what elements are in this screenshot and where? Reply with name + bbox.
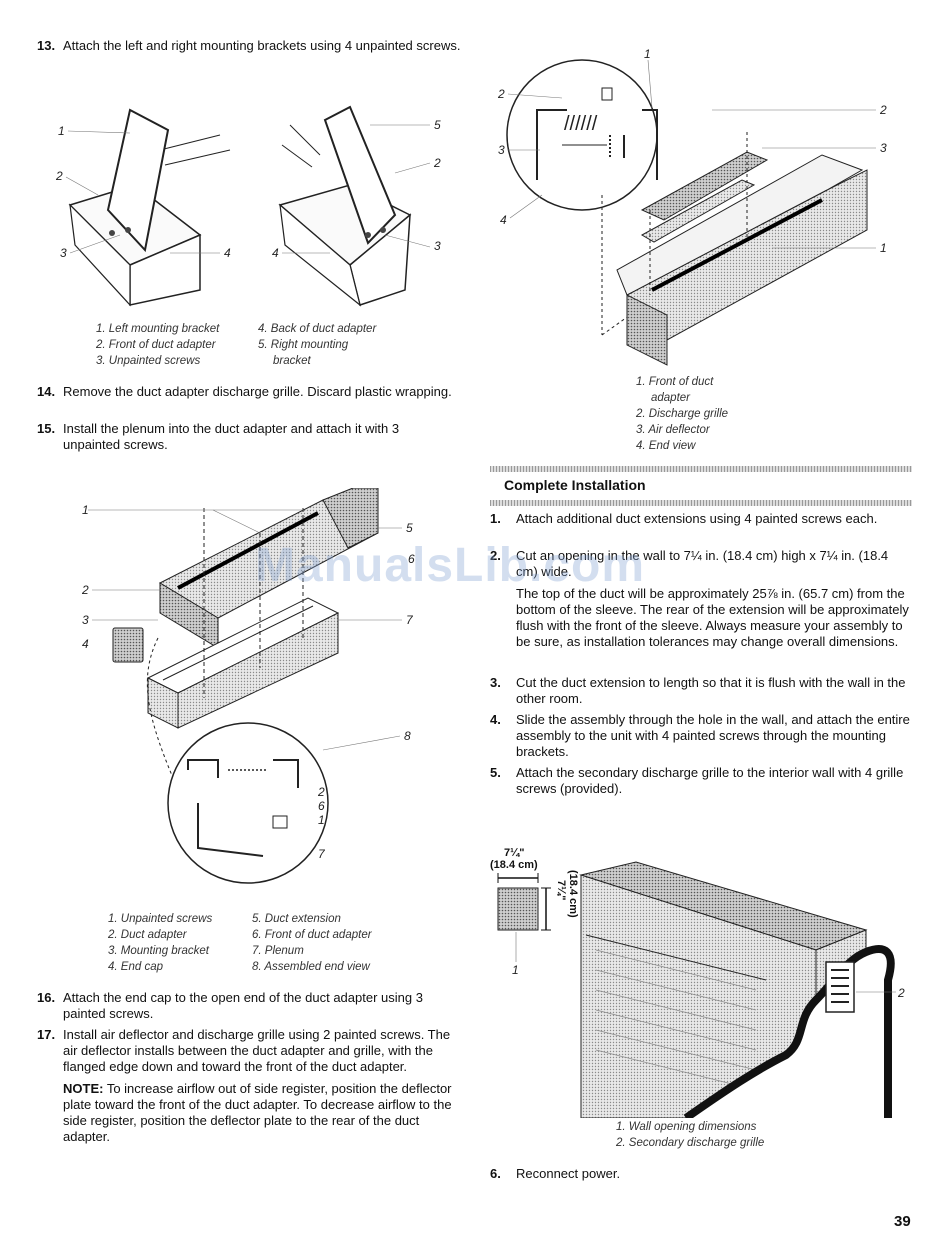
grille-label-3: 3 <box>880 141 887 155</box>
dim-height-cm: (18.4 cm) <box>567 870 579 918</box>
dim-width-in: 7¼" <box>504 847 525 859</box>
wall-label-1: 1 <box>512 963 519 977</box>
bracket-right-label-4: 4 <box>272 246 279 260</box>
complete-step-4: 4. Slide the assembly through the hole i… <box>490 712 910 759</box>
section-heading: Complete Installation <box>504 477 646 493</box>
step-15: 15. Install the plenum into the duct ada… <box>37 421 400 452</box>
grille-inset-label-1: 1 <box>644 47 651 61</box>
note-text: To increase airflow out of side register… <box>63 1081 452 1144</box>
complete-step-1: 1. Attach additional duct extensions usi… <box>490 511 878 526</box>
plenum-label-3: 3 <box>82 613 89 627</box>
wall-label-2: 2 <box>897 986 905 1000</box>
plenum-inset-label-2: 2 <box>317 785 325 799</box>
step-13: 13. Attach the left and right mounting b… <box>37 38 467 54</box>
plenum-inset-label-6: 6 <box>318 799 325 813</box>
plenum-inset-label-7: 7 <box>318 847 326 861</box>
plenum-label-8: 8 <box>404 729 411 743</box>
complete-step-6: 6. Reconnect power. <box>490 1166 621 1181</box>
discharge-grille-figure: ////// 2 3 4 1 2 3 1 <box>497 47 887 366</box>
plenum-captions-col1: 1. Unpainted screws 2. Duct adapter 3. M… <box>108 913 213 973</box>
step-17: 17. Install air deflector and discharge … <box>37 1027 452 1144</box>
dim-width-cm: (18.4 cm) <box>490 859 538 871</box>
bracket-left-label-2: 2 <box>55 169 63 183</box>
page-number: 39 <box>894 1213 911 1230</box>
bracket-left-label-1: 1 <box>58 124 65 138</box>
plenum-label-2: 2 <box>81 583 89 597</box>
complete-step-3: 3. Cut the duct extension to length so t… <box>490 675 906 706</box>
grille-inset-label-4: 4 <box>500 213 507 227</box>
plenum-label-4: 4 <box>82 637 89 651</box>
bracket-left-label-4: 4 <box>224 246 231 260</box>
step-text: Attach the left and right mounting brack… <box>63 38 461 53</box>
grille-label-2: 2 <box>879 103 887 117</box>
plenum-label-1: 1 <box>82 503 89 517</box>
dim-height-in: 7¼" <box>555 880 567 901</box>
step-number: 13. <box>37 38 56 53</box>
grille-inset-label-2: 2 <box>497 87 505 101</box>
complete-step-5: 5. Attach the secondary discharge grille… <box>490 765 904 796</box>
complete-step-2: 2. Cut an opening in the wall to 7¼ in. … <box>490 548 909 649</box>
mounting-brackets-figure: 1 2 3 4 5 2 3 4 <box>55 105 441 307</box>
grille-inset-label-3: 3 <box>498 143 505 157</box>
bracket-captions-col1: 1. Left mounting bracket 2. Front of duc… <box>96 323 220 367</box>
wall-opening-figure: 7¼" (18.4 cm) 7¼" (18.4 cm) 1 2 <box>490 847 905 1118</box>
step-14: 14. Remove the duct adapter discharge gr… <box>37 384 452 399</box>
plenum-label-6: 6 <box>408 552 415 566</box>
watermark: ManualsLib.com <box>255 539 646 592</box>
bracket-captions-col2: 4. Back of duct adapter 5. Right mountin… <box>258 323 377 367</box>
grille-captions: 1. Front of duct adapter 2. Discharge gr… <box>636 376 729 452</box>
plenum-install-figure: 1 2 3 4 5 6 7 8 2 6 1 7 <box>81 488 415 884</box>
bracket-right-label-2: 2 <box>433 156 441 170</box>
plenum-captions-col2: 5. Duct extension 6. Front of duct adapt… <box>252 913 372 973</box>
bracket-right-label-3: 3 <box>434 239 441 253</box>
wall-captions: 1. Wall opening dimensions 2. Secondary … <box>616 1121 765 1149</box>
step-16: 16. Attach the end cap to the open end o… <box>37 990 423 1021</box>
plenum-label-5: 5 <box>406 521 413 535</box>
plenum-label-7: 7 <box>406 613 414 627</box>
bracket-left-label-3: 3 <box>60 246 67 260</box>
complete-installation-header: Complete Installation <box>490 466 912 506</box>
svg-text://////: ////// <box>564 113 598 135</box>
note-label: NOTE: <box>63 1081 104 1096</box>
plenum-inset-label-1: 1 <box>318 813 325 827</box>
bracket-right-label-5: 5 <box>434 118 441 132</box>
grille-label-1: 1 <box>880 241 887 255</box>
